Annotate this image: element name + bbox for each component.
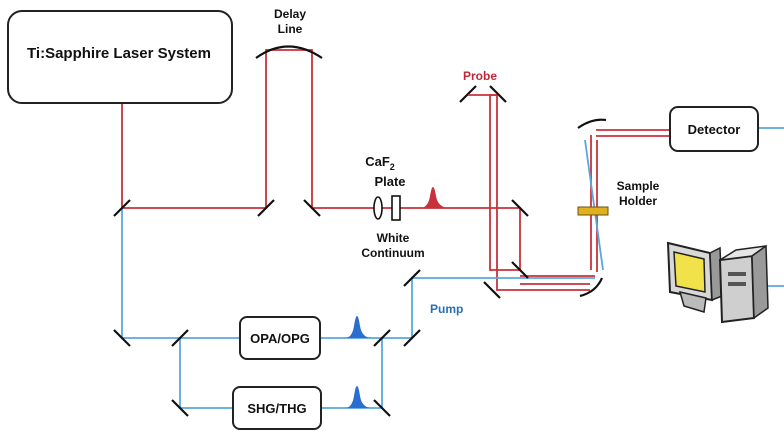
probe-label: Probe: [463, 69, 497, 83]
lens: [373, 196, 383, 220]
mirror: [403, 329, 421, 347]
detector-box: Detector: [669, 106, 759, 152]
focusing-mirrors: [577, 118, 607, 298]
mirror: [171, 329, 189, 347]
mirror: [257, 199, 275, 217]
mirror: [113, 199, 131, 217]
laser-system-box: Ti:Sapphire Laser System: [7, 10, 233, 104]
shg-thg-label: SHG/THG: [247, 401, 306, 416]
pump-pulse-icon: [345, 316, 372, 338]
delay-line: Delay Line: [255, 7, 323, 59]
delay-line-label-1: Delay: [274, 7, 306, 21]
white-continuum-label-2: Continuum: [361, 246, 424, 260]
computer-icon: [666, 241, 769, 324]
mirror: [459, 85, 477, 103]
white-continuum-label-1: White: [377, 231, 410, 245]
mirror: [113, 329, 131, 347]
mirror: [511, 261, 529, 279]
mirror: [403, 269, 421, 287]
opa-opg-box: OPA/OPG: [239, 316, 321, 360]
delay-line-retroreflector: [255, 45, 323, 59]
focusing-mirror: [579, 277, 604, 298]
sample-holder: Sample Holder: [577, 179, 660, 216]
mirror: [489, 85, 507, 103]
mirrors: [113, 199, 529, 417]
mirror: [171, 399, 189, 417]
mirror: [511, 199, 529, 217]
detector-label: Detector: [688, 122, 741, 137]
mirror: [303, 199, 321, 217]
collection-mirror: [577, 118, 607, 129]
delay-line-label-2: Line: [278, 22, 303, 36]
mirror: [373, 399, 391, 417]
plate-label: Plate: [374, 174, 405, 189]
mirror: [373, 329, 391, 347]
sample-holder-label-2: Holder: [619, 194, 657, 208]
caf2-plate: [391, 195, 401, 221]
caf2-label: CaF2: [365, 154, 395, 172]
probe-periscope: Probe: [459, 69, 507, 103]
pump-pulse-icon: [345, 386, 372, 408]
opa-opg-label: OPA/OPG: [250, 331, 310, 346]
caf2-plate-assembly: CaF2 Plate White Continuum: [361, 154, 424, 260]
shg-thg-box: SHG/THG: [232, 386, 322, 430]
laser-system-label: Ti:Sapphire Laser System: [27, 45, 211, 62]
mirror: [483, 281, 501, 299]
pump-label: Pump: [430, 302, 463, 316]
sample-holder-label-1: Sample: [617, 179, 660, 193]
probe-pulse-icon: [420, 187, 450, 208]
